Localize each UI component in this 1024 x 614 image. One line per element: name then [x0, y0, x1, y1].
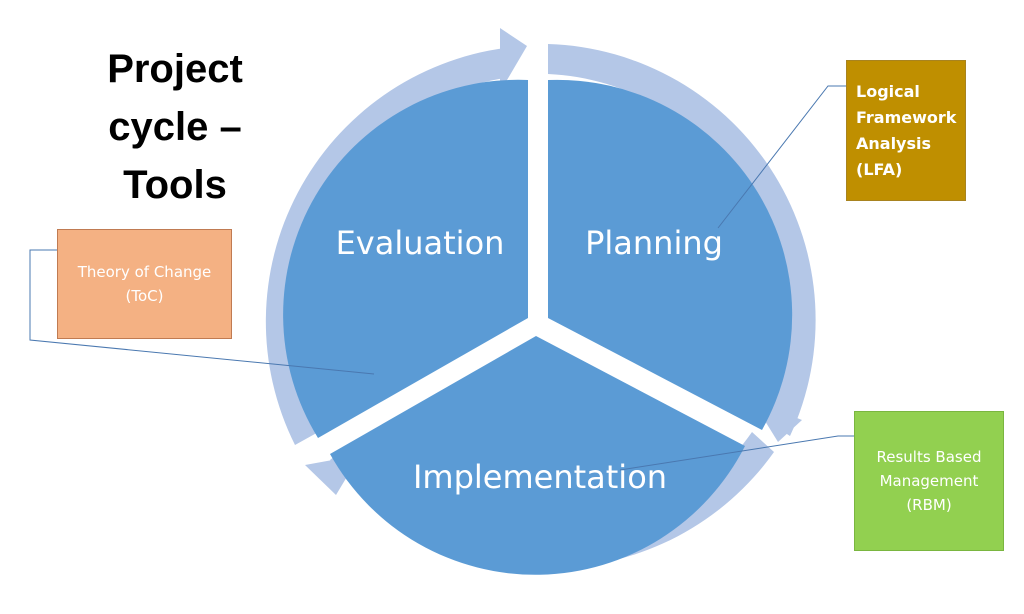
- callout-line: (LFA): [856, 159, 903, 179]
- segment-evaluation: [283, 79, 528, 439]
- segment-label-planning: Planning: [585, 224, 723, 262]
- title-line: cycle –: [108, 105, 242, 149]
- segment-planning: [548, 79, 793, 431]
- segment-label-implementation: Implementation: [413, 458, 667, 496]
- connector-rbm: [619, 435, 854, 471]
- rbm-callout: Results Based Management (RBM): [854, 411, 1004, 551]
- lfa-callout: Logical Framework Analysis (LFA): [846, 60, 966, 201]
- callout-line: (ToC): [125, 287, 164, 305]
- callout-line: (RBM): [906, 496, 952, 514]
- callout-line: Results Based: [876, 448, 982, 466]
- title-line: Project: [107, 47, 243, 91]
- title-line: Tools: [123, 163, 227, 207]
- callout-line: Analysis: [856, 133, 932, 153]
- callout-line: Logical: [856, 81, 920, 101]
- toc-callout: Theory of Change (ToC): [57, 229, 232, 339]
- callout-line: Framework: [856, 107, 957, 127]
- arrow-ring-planning: [548, 44, 816, 436]
- segment-label-evaluation: Evaluation: [336, 224, 505, 262]
- segment-implementation: [330, 336, 745, 575]
- callout-line: Theory of Change: [77, 263, 212, 281]
- connector-toc: [29, 249, 375, 375]
- diagram-title: Project cycle – Tools: [60, 40, 290, 214]
- connector-lfa: [717, 85, 846, 229]
- callout-line: Management: [879, 472, 979, 490]
- arrow-head-evaluation: [500, 28, 527, 92]
